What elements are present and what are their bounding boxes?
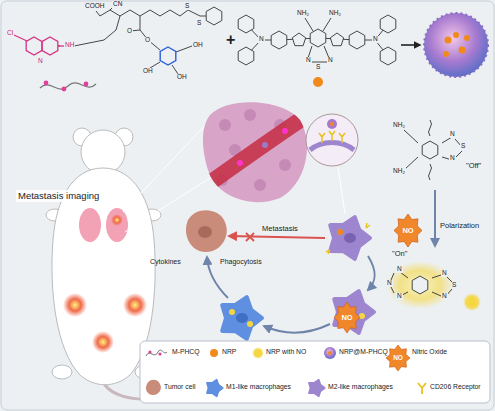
polymer-squiggle [40,81,96,92]
atom-label: N [37,58,44,65]
m2-macrophage [334,291,374,333]
legend-text: Nitric Oxide [412,349,447,356]
dye-structure [238,15,396,65]
tumor-tissue [200,102,315,202]
assembly-arrow [401,44,420,46]
figure-label: Metastasis imaging [16,190,101,202]
atom-label: NH₂ [392,168,406,175]
state-label: "Off" [466,162,481,170]
atom-label: COOH [84,3,106,10]
atom-label: N [327,57,334,64]
nrp-with-no [463,293,481,311]
legend-box [140,341,490,403]
no-burst: NO [386,345,410,371]
legend-text: CD206 Receptor [430,384,481,391]
process-arrows [207,190,435,333]
atom-label: NH [64,42,75,49]
atom-label: N [449,131,456,138]
atom-label: N [396,266,403,273]
atom-label: S [184,3,190,10]
atom-label: Cl [6,30,14,37]
process-label: Phagocytosis [220,258,262,265]
atom-label: S [196,20,202,27]
zoom-inset [306,114,358,166]
atom-label: S [451,282,457,289]
legend-text: NRP [222,349,236,356]
burst-outline [386,345,410,371]
node-text: NO [386,345,410,371]
atom-label: N [396,293,403,300]
on-molecule [386,261,454,309]
atom-label: O [126,28,133,35]
no-burst: NO [394,214,422,247]
m2-macrophage [326,217,370,259]
legend-text: M2-like macrophages [328,384,393,391]
atom-label: OH [192,42,204,49]
atom-label: N [372,36,379,43]
node-text: NO [394,214,422,247]
atom-label: N [305,57,312,64]
legend-text: NRP@M-PHCQ [339,349,388,356]
nrp-with-no [468,298,476,306]
atom-label: N [441,293,448,300]
plus-sign: + [226,32,235,48]
atom-label: NH₂ [296,10,310,17]
legend-text: M1-like macrophages [226,384,291,391]
atom-label: N [258,36,265,43]
atom-label: NH₂ [328,10,342,17]
polymer-structure [14,6,222,74]
legend-text: Tumor cell [164,384,195,391]
process-label: Polarization [440,222,479,230]
tumor-cell [186,210,227,252]
legend-text: M-PHCQ [172,349,200,356]
m1-macrophage [222,297,262,339]
node-text: NO [334,302,360,333]
atom-label: S [460,143,466,150]
nanoparticle [424,13,488,77]
atom-label: NH₂ [392,122,406,129]
process-label: Cytokines [150,258,181,265]
off-molecule [404,120,462,180]
atom-label: OH [142,68,154,75]
no-burst: NO [334,302,360,333]
atom-label: CN [112,1,123,8]
atom-label: OH [176,74,188,81]
process-label: Metastasis [262,225,298,233]
atom-label: N [441,270,448,277]
burst-outline [394,214,422,247]
atom-label: O [144,37,151,44]
legend-text: NRP with NO [266,349,306,356]
atom-label: S [315,64,321,71]
state-label: "On" [392,250,407,258]
atom-label: N [386,280,393,287]
burst-outline [334,302,360,333]
atom-label: N [449,155,456,162]
nrp-ball [313,77,323,87]
